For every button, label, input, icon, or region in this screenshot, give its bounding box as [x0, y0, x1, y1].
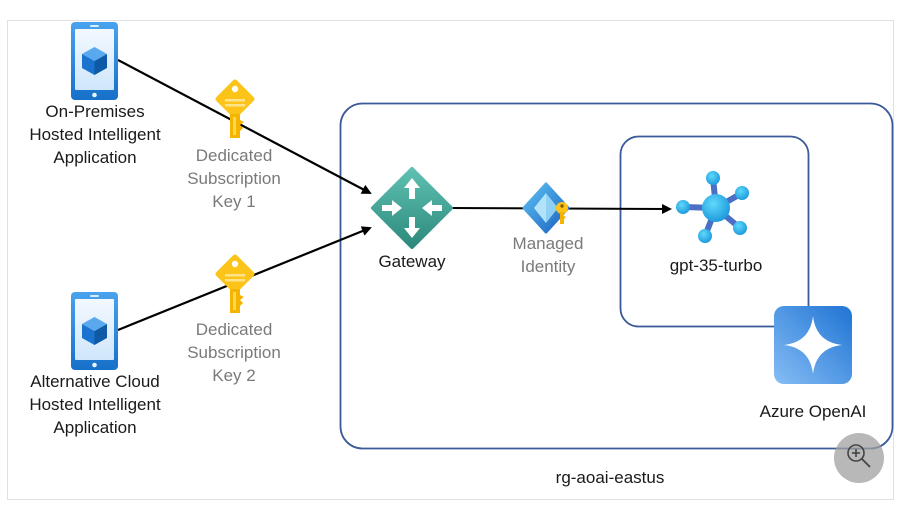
resource-group-container [339, 102, 894, 450]
model-label: gpt-35-turbo [669, 256, 763, 275]
cloud-app-label: Alternative Cloud Hosted Intelligent App… [29, 372, 161, 437]
zoom-in-icon [847, 444, 871, 468]
zoom-in-button[interactable] [834, 433, 884, 483]
key-icon [215, 79, 255, 138]
key1-label: Dedicated Subscription Key 1 [187, 146, 281, 211]
mobile-app-icon [71, 22, 118, 100]
key2-label: Dedicated Subscription Key 2 [187, 320, 281, 385]
gateway-label: Gateway [378, 252, 446, 271]
azure-openai-label: Azure OpenAI [759, 402, 867, 421]
managed-identity-icon [522, 182, 570, 234]
azure-openai-icon [774, 306, 852, 384]
edge-onprem-to-gateway [117, 59, 372, 194]
on-prem-app-label: On-Premises Hosted Intelligent Applicati… [29, 102, 161, 167]
model-deployment-icon [676, 171, 749, 243]
key-icon [215, 254, 255, 313]
diagram-frame [7, 20, 894, 500]
managed-identity-label: Managed Identity [512, 234, 584, 276]
azure-openai-container [619, 135, 810, 328]
api-gateway-icon [371, 167, 453, 249]
resource-group-label: rg-aoai-eastus [555, 468, 665, 487]
mobile-app-icon [71, 292, 118, 370]
